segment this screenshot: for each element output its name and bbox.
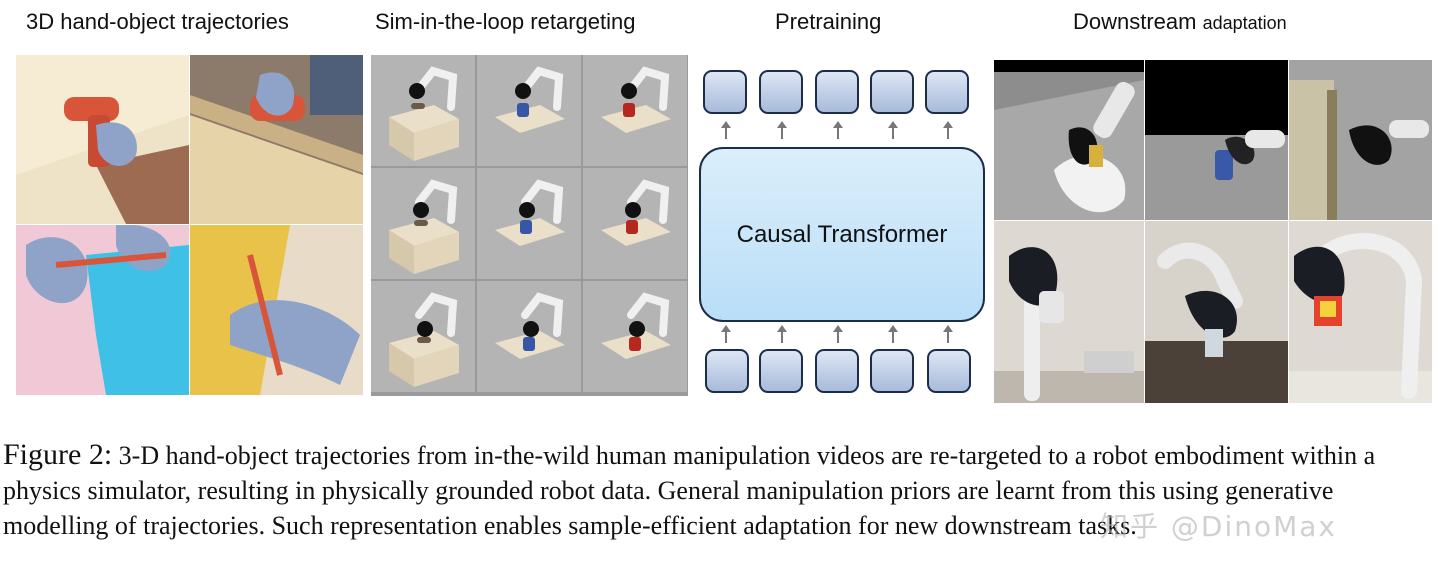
sim-retargeting-svg: [371, 55, 687, 392]
input-token-4: [870, 349, 914, 393]
output-arrow-5: [943, 121, 953, 139]
section-title-downstream: Downstream adaptation: [1073, 8, 1287, 37]
sim-retargeting-grid: [371, 55, 688, 396]
input-arrow-1: [721, 325, 731, 343]
section-title-downstream-main: Downstream: [1073, 9, 1197, 34]
sim-cell-1-1: [371, 55, 475, 166]
sim-cell-3-2: [477, 281, 581, 392]
watermark-text: 知乎 @DinoMax: [1100, 510, 1338, 543]
sim-task-can: [1145, 60, 1288, 220]
sim-cell-2-3: [583, 168, 687, 279]
causal-transformer-label: Causal Transformer: [736, 220, 948, 248]
input-token-5: [927, 349, 971, 393]
input-arrow-3: [833, 325, 843, 343]
input-arrow-4: [888, 325, 898, 343]
output-token-3: [815, 70, 859, 114]
sim-cell-1-2: [477, 55, 581, 166]
photo-pliers-fabric: [190, 225, 363, 395]
input-arrow-2: [777, 325, 787, 343]
sim-cell-3-3: [583, 281, 687, 392]
real-task-box: [1289, 221, 1432, 403]
section-title-retargeting: Sim-in-the-loop retargeting: [375, 9, 636, 34]
hand-object-photo-grid: [16, 55, 363, 395]
output-token-5: [925, 70, 969, 114]
section-title-downstream-small: adaptation: [1202, 13, 1287, 33]
section-title-trajectories: 3D hand-object trajectories: [26, 9, 289, 34]
sim-cell-3-1: [371, 281, 475, 392]
output-arrow-2: [777, 121, 787, 139]
sim-cell-1-3: [583, 55, 687, 166]
caption-text: 3-D hand-object trajectories from in-the…: [3, 441, 1376, 540]
input-token-2: [759, 349, 803, 393]
sim-task-pick-item: [994, 60, 1144, 220]
real-task-pick: [994, 221, 1144, 403]
output-token-1: [703, 70, 747, 114]
figure-caption: Figure 2: 3-D hand-object trajectories f…: [3, 437, 1433, 543]
output-token-4: [870, 70, 914, 114]
output-arrow-1: [721, 121, 731, 139]
output-token-2: [759, 70, 803, 114]
downstream-grid: [994, 60, 1432, 403]
sim-cell-2-2: [477, 168, 581, 279]
photo-scissors-paper: [16, 225, 189, 395]
sim-task-door: [1289, 60, 1432, 220]
caption-label: Figure 2:: [3, 438, 113, 471]
input-arrow-5: [943, 325, 953, 343]
causal-transformer-block: Causal Transformer: [699, 147, 985, 322]
input-token-3: [815, 349, 859, 393]
output-arrow-3: [833, 121, 843, 139]
input-token-1: [705, 349, 749, 393]
output-arrow-4: [888, 121, 898, 139]
photo-drill-ceiling: [16, 55, 189, 224]
photo-drill-wood: [190, 55, 363, 224]
real-task-bottle: [1145, 221, 1288, 403]
section-title-pretraining: Pretraining: [775, 9, 882, 34]
sim-cell-2-1: [371, 168, 475, 279]
